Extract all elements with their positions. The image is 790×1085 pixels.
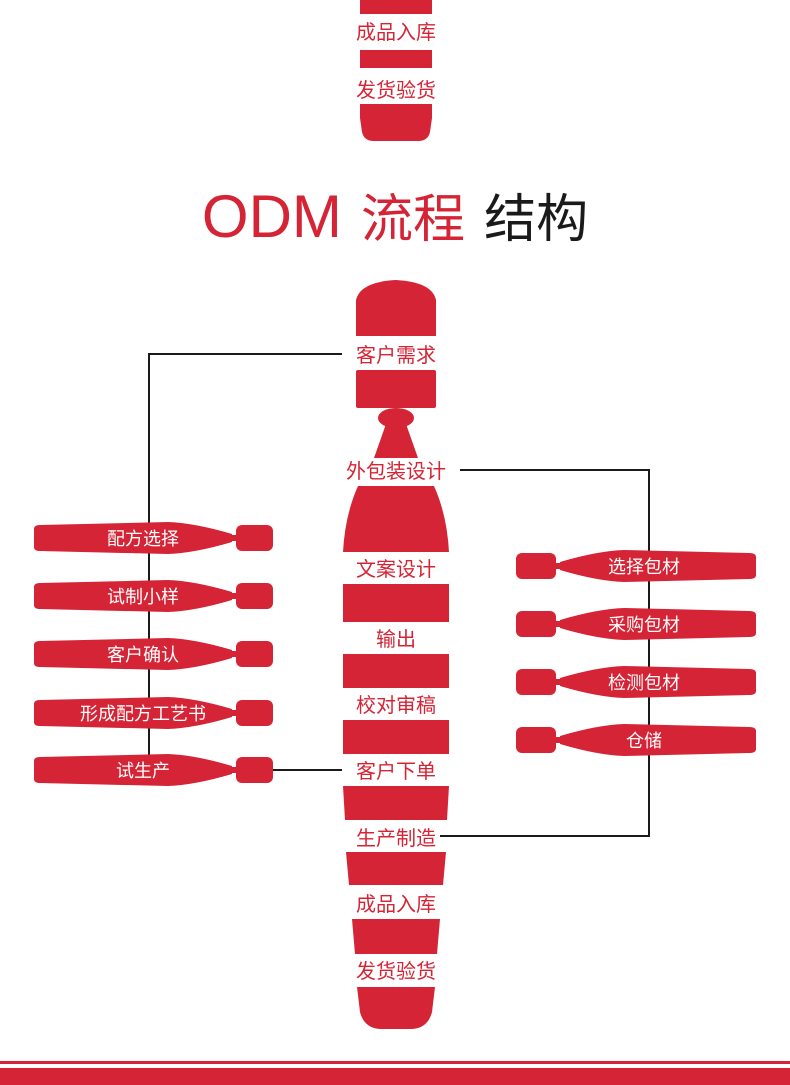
left-step: 形成配方工艺书 <box>34 697 273 729</box>
right-step-label: 仓储 <box>626 731 662 752</box>
left-branch: 配方选择 试制小样 客户确认 形成配方工艺书 试生产 <box>34 522 273 786</box>
main-step-label: 成品入库 <box>356 892 436 916</box>
footer-stripe-thick <box>0 1068 790 1085</box>
right-step-label: 采购包材 <box>608 615 680 636</box>
bottle-band <box>343 720 449 754</box>
right-step: 采购包材 <box>516 608 756 640</box>
right-step: 仓储 <box>516 724 756 756</box>
main-bottle <box>343 280 449 1029</box>
bottle-band <box>343 786 449 820</box>
main-step-label: 文案设计 <box>356 557 436 581</box>
right-step-label: 检测包材 <box>608 673 680 694</box>
main-step-label: 客户需求 <box>356 343 436 367</box>
main-step-label: 输出 <box>376 627 416 651</box>
title-highlight: 流程 <box>361 190 465 250</box>
top-partial-bottle <box>360 0 432 141</box>
left-step-label: 试生产 <box>116 761 170 782</box>
bottle-bottom <box>357 987 435 1029</box>
left-step-label: 试制小样 <box>107 587 179 608</box>
bottle-neck <box>374 424 418 458</box>
left-step: 试生产 <box>34 754 273 786</box>
right-connector-line <box>440 469 650 837</box>
left-step: 试制小样 <box>34 580 273 612</box>
bottle-band <box>346 852 446 885</box>
bottle-shoulder <box>343 486 449 552</box>
top-step-label: 成品入库 <box>356 20 436 44</box>
left-step-label: 配方选择 <box>107 529 179 550</box>
main-step-label: 发货验货 <box>356 959 436 983</box>
left-step-label: 客户确认 <box>107 645 179 666</box>
footer-stripe-thin <box>0 1061 790 1064</box>
right-step-label: 选择包材 <box>608 557 680 578</box>
bottle-knob <box>378 408 414 428</box>
left-step: 客户确认 <box>34 638 273 670</box>
main-step-label: 外包装设计 <box>346 459 446 483</box>
left-step: 配方选择 <box>34 522 273 554</box>
right-step: 选择包材 <box>516 550 756 582</box>
bottle-band <box>343 584 449 622</box>
right-step: 检测包材 <box>516 666 756 698</box>
main-step-label: 校对审稿 <box>356 693 436 717</box>
bottle-cap <box>356 280 436 336</box>
bottle-cap-band <box>356 370 436 408</box>
main-step-label: 客户下单 <box>356 759 436 783</box>
left-step-label: 形成配方工艺书 <box>80 704 206 725</box>
bottle-band <box>352 919 440 954</box>
title-prefix: ODM <box>202 183 342 250</box>
title-rest: 结构 <box>484 190 588 250</box>
top-step-label: 发货验货 <box>356 78 436 102</box>
page-title: ODM 流程 结构 <box>202 182 588 252</box>
right-branch: 选择包材 采购包材 检测包材 仓储 <box>516 550 756 756</box>
main-step-label: 生产制造 <box>356 826 436 850</box>
bottle-band <box>343 654 449 688</box>
main-flow-labels: 客户需求 外包装设计 文案设计 输出 校对审稿 客户下单 生产制造 成品入库 发… <box>346 343 446 983</box>
